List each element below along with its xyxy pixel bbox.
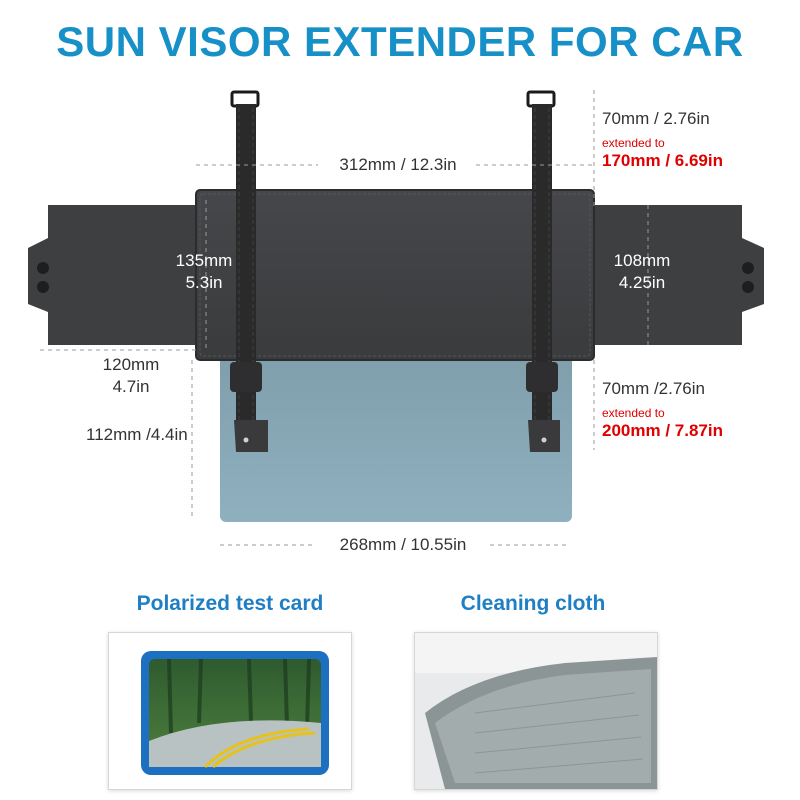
left-wing-mm: 120mm — [102, 355, 160, 374]
right-height-label: 108mm 4.25in — [600, 250, 684, 294]
lens-height-label: 112mm /4.4in — [86, 425, 188, 444]
strap-top-label: 70mm / 2.76in extended to 170mm / 6.69in — [602, 108, 723, 172]
strap-bottom-size: 70mm /2.76in — [602, 379, 705, 398]
cleaning-cloth-icon — [415, 633, 657, 789]
strap-bottom-extended: 200mm / 7.87in — [602, 421, 723, 440]
strap-top-size: 70mm / 2.76in — [602, 109, 710, 128]
dimension-lines — [40, 90, 649, 546]
page-title: SUN VISOR EXTENDER FOR CAR — [56, 18, 744, 65]
left-wing-label: 120mm 4.7in — [86, 354, 176, 398]
left-height-mm: 135mm — [175, 251, 233, 270]
strap-bottom-note: extended to — [602, 406, 665, 420]
left-height-label: 135mm 5.3in — [162, 250, 246, 294]
suction-cup-icon — [742, 281, 754, 293]
strap-top-extended: 170mm / 6.69in — [602, 151, 723, 170]
left-wing-in: 4.7in — [112, 377, 150, 396]
suction-cup-icon — [37, 281, 49, 293]
strap-bottom-label: 70mm /2.76in extended to 200mm / 7.87in — [602, 378, 723, 442]
polarized-lens — [220, 350, 572, 522]
right-height-in: 4.25in — [618, 273, 666, 292]
left-height-in: 5.3in — [185, 273, 223, 292]
left-strap — [230, 90, 268, 452]
cleaning-cloth-title: Cleaning cloth — [460, 592, 606, 615]
right-strap — [526, 90, 560, 452]
left-extension-wing — [28, 205, 198, 345]
right-height-mm: 108mm — [613, 251, 671, 270]
polarized-test-card-icon — [141, 651, 329, 775]
test-card-panel — [108, 632, 352, 790]
suction-cup-icon — [37, 262, 49, 274]
bottom-width-label: 268mm / 10.55in — [339, 535, 467, 554]
right-extension-wing — [592, 205, 764, 345]
main-visor-panel — [195, 189, 595, 361]
test-card-title: Polarized test card — [136, 592, 324, 615]
suction-cup-icon — [742, 262, 754, 274]
strap-top-note: extended to — [602, 136, 665, 150]
top-width-label: 312mm / 12.3in — [339, 155, 457, 174]
cleaning-cloth-panel — [414, 632, 658, 790]
